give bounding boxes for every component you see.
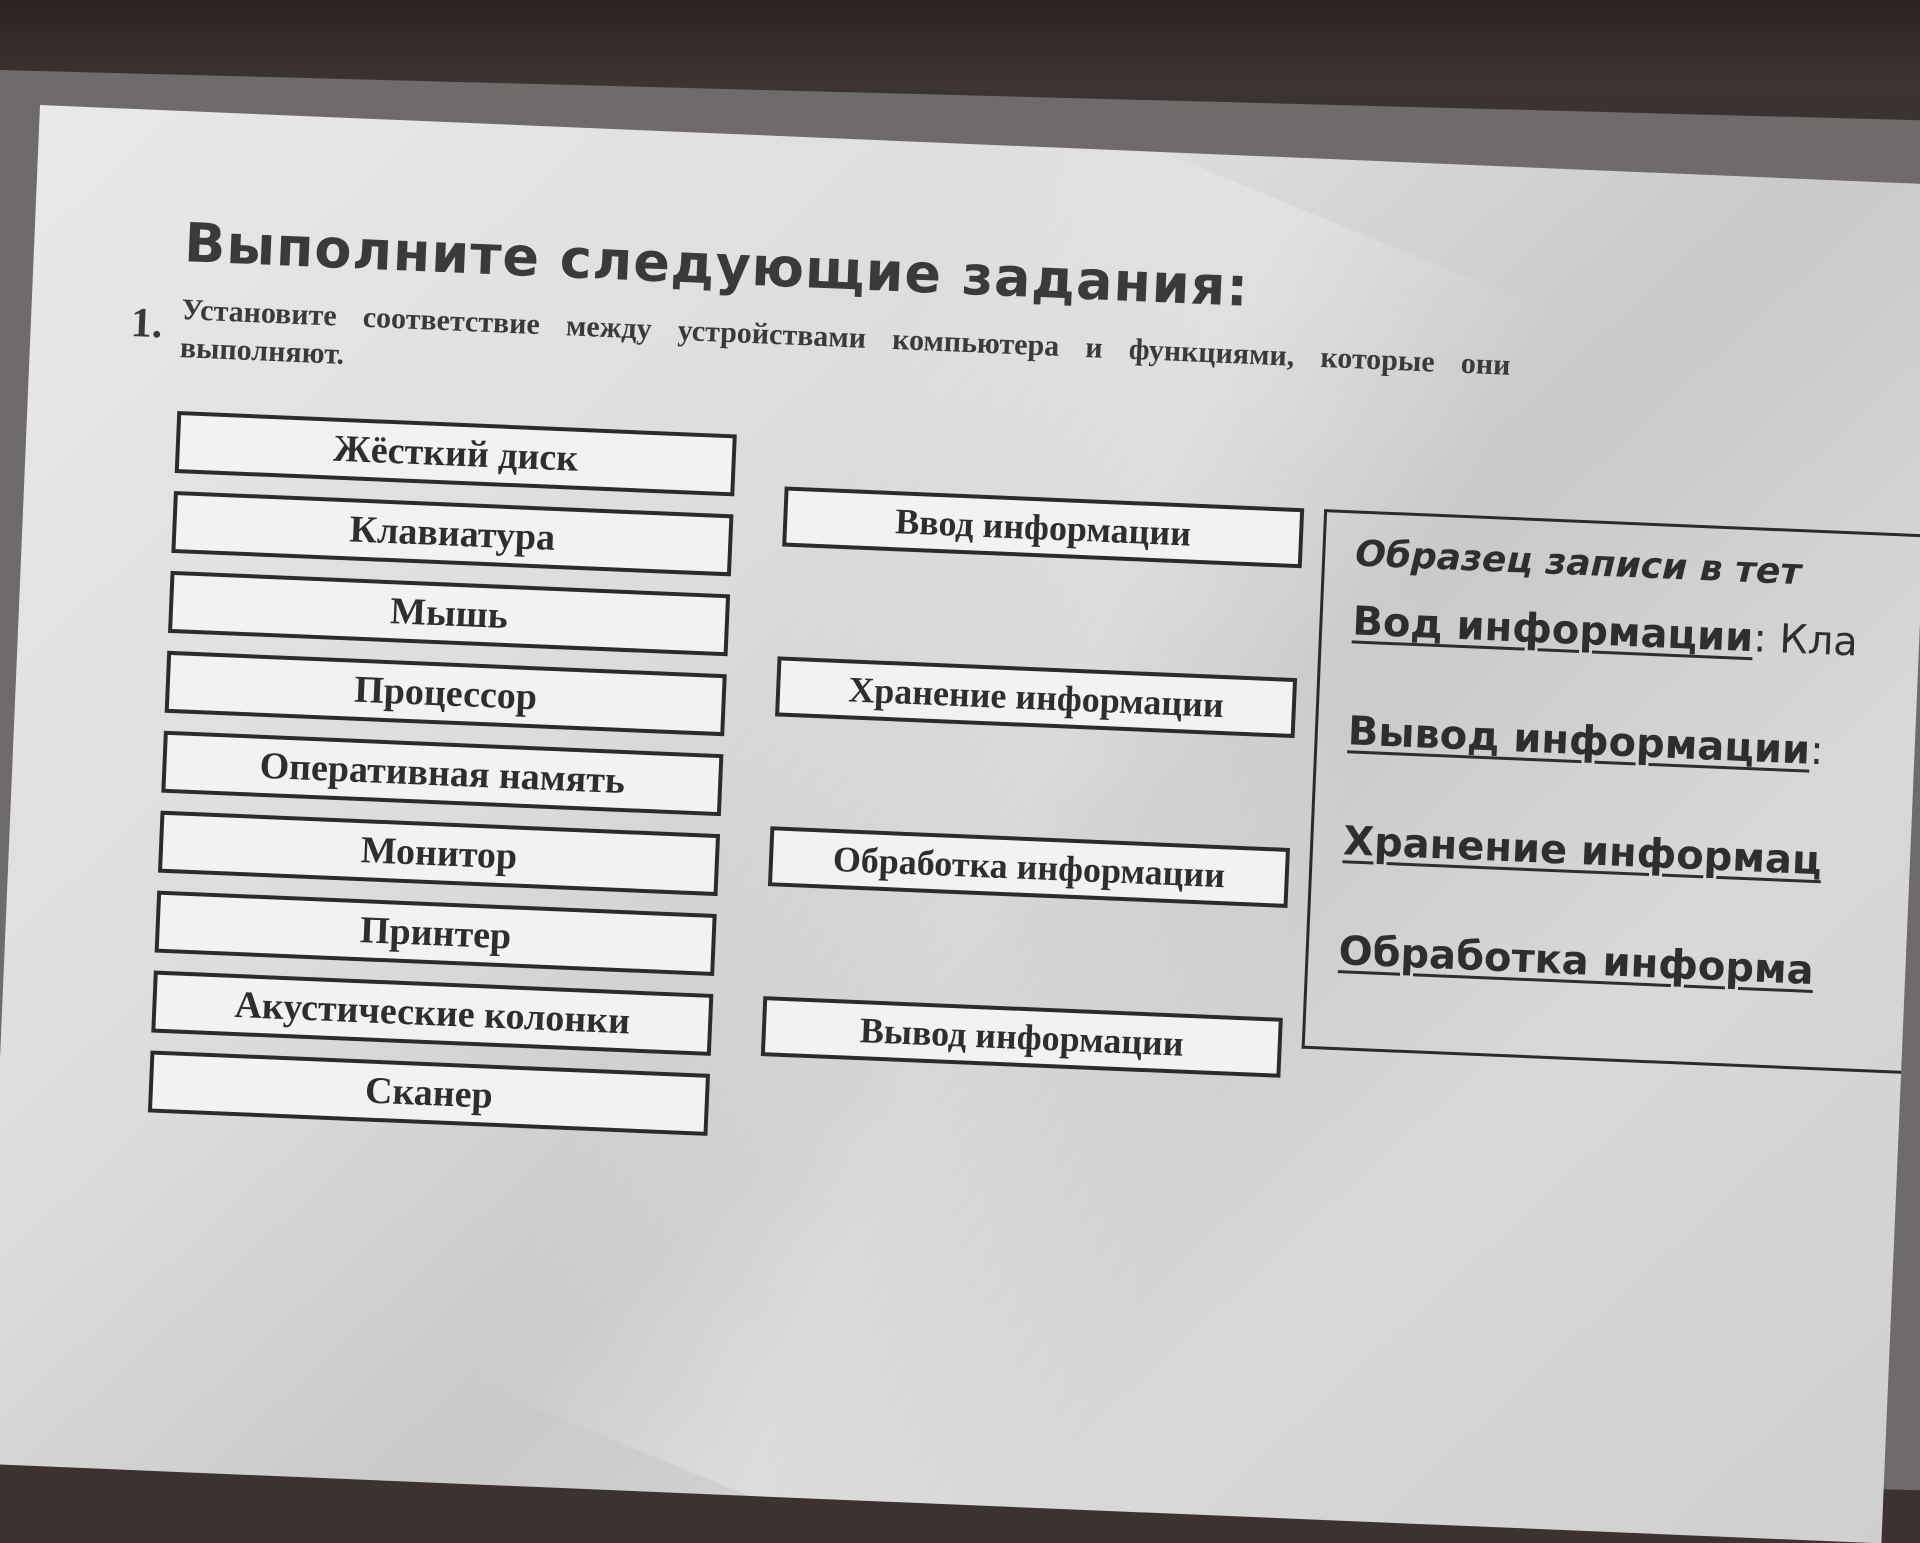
device-box-processor: Процессор — [164, 650, 727, 737]
function-box-input: Ввод информации — [782, 486, 1305, 569]
sample-rest: : — [1809, 727, 1825, 775]
function-box-processing: Обработка информации — [767, 826, 1290, 908]
sample-line-storage: Хранение информац — [1342, 818, 1822, 884]
device-box-monitor: Монитор — [157, 810, 721, 897]
task-instruction: Установите соответствие между устройства… — [179, 293, 1512, 382]
sample-line-input: Вод информации: Кла — [1352, 598, 1859, 665]
device-box-ram: Оперативная намять — [161, 730, 724, 817]
sample-label: Обработка информа — [1337, 928, 1815, 995]
sample-label: Хранение информац — [1342, 818, 1823, 885]
worksheet-paper: Выполните следующие задания: 1. Установи… — [0, 105, 1920, 1543]
sample-label: Вод информации — [1351, 598, 1755, 662]
sample-line-output: Вывод информации: — [1347, 708, 1825, 774]
device-box-keyboard: Клавиатура — [171, 490, 734, 577]
table-surface — [0, 0, 1920, 90]
sample-answer-panel: Образец записи в тет Вод информации: Кла… — [1301, 509, 1920, 1075]
device-box-scanner: Сканер — [147, 1050, 711, 1136]
function-box-output: Вывод информации — [760, 996, 1283, 1078]
sample-line-processing: Обработка информа — [1338, 928, 1815, 994]
sample-label: Вывод информации — [1346, 708, 1812, 774]
device-box-speakers: Акустические колонки — [151, 970, 714, 1056]
task-number: 1. — [129, 300, 164, 348]
function-box-storage: Хранение информации — [775, 656, 1298, 739]
device-box-printer: Принтер — [154, 890, 717, 976]
sample-title: Образец записи в тет — [1354, 533, 1803, 594]
device-box-hard-disk: Жёсткий диск — [174, 411, 737, 497]
device-box-mouse: Мышь — [168, 570, 731, 657]
sample-rest: : Кла — [1752, 615, 1859, 666]
